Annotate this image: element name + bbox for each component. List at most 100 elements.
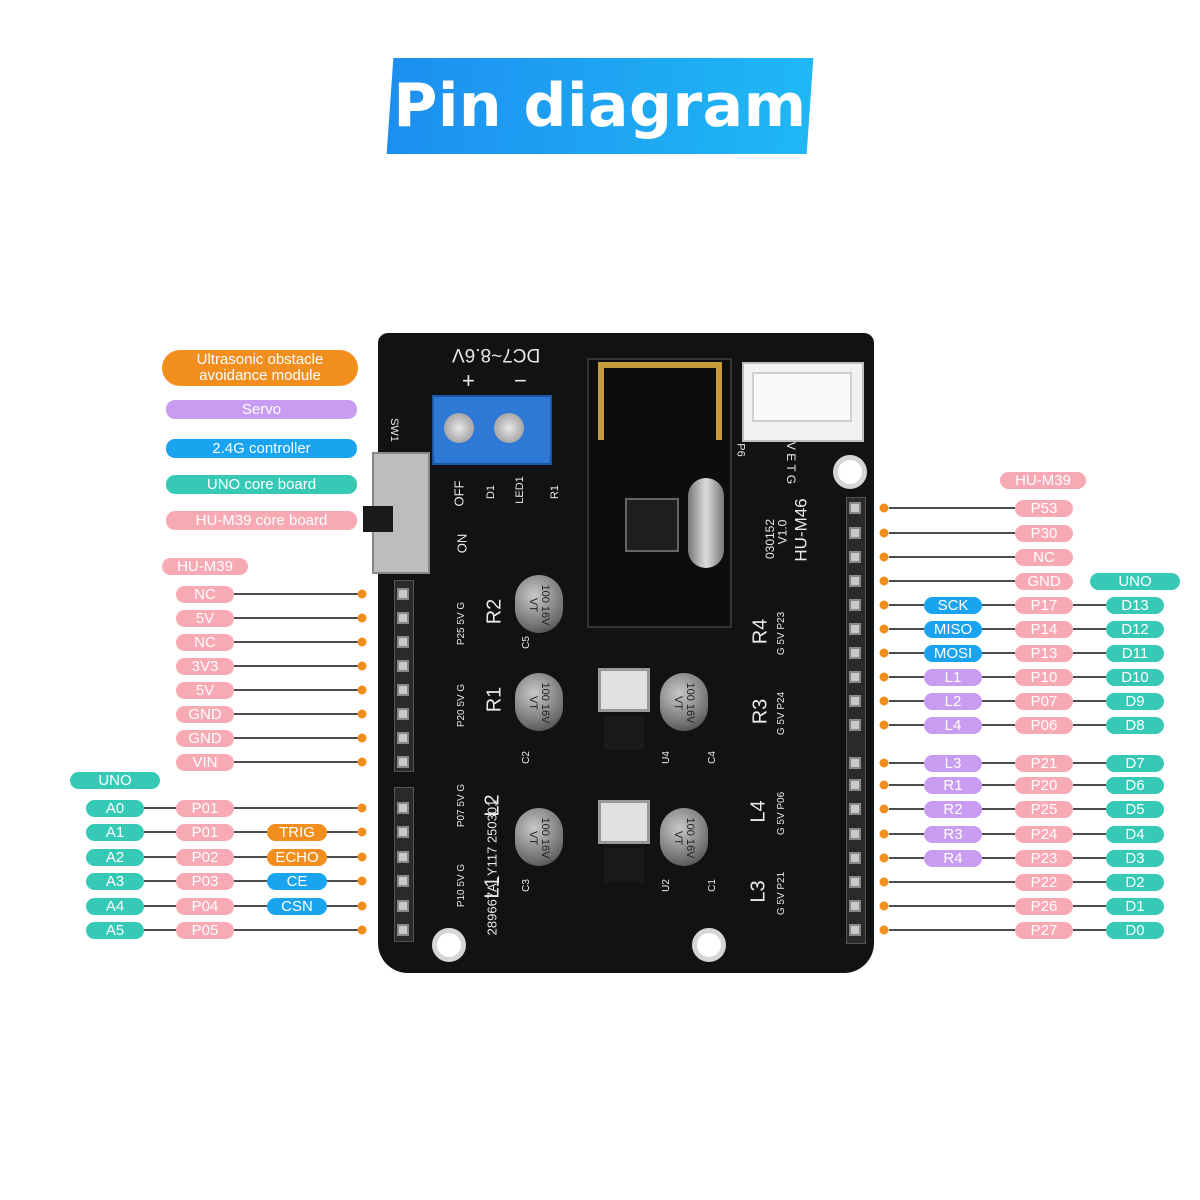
header-pin — [397, 826, 409, 838]
right-uno-header-label: UNO — [1090, 573, 1180, 590]
capacitor: 100 16V VT — [515, 673, 563, 731]
header-pin — [849, 502, 861, 514]
legend-ultrasonic: Ultrasonic obstacle avoidance module — [162, 350, 358, 386]
header-silk-right: G 5V P06 — [776, 791, 788, 836]
cap-label: C3 — [520, 879, 532, 892]
right-uno-pin-8: D9 — [1106, 693, 1164, 710]
antenna-trace — [598, 362, 722, 440]
left-upper-pin-5: GND — [176, 706, 234, 723]
header-pin — [849, 551, 861, 563]
left-func-pin-3: CE — [267, 873, 327, 890]
header-pin — [849, 876, 861, 888]
header-pin — [397, 875, 409, 887]
header-pin — [849, 647, 861, 659]
right-hum39-pin-6: P13 — [1015, 645, 1073, 662]
pin-dot — [879, 503, 889, 513]
pin-dot — [357, 637, 367, 647]
header-pin — [397, 660, 409, 672]
pin-dot — [357, 709, 367, 719]
right-hum39-pin-14: P23 — [1015, 850, 1073, 867]
right-func-pin-5: MISO — [924, 621, 982, 638]
pin-dot — [879, 552, 889, 562]
switch-on-label: ON — [454, 533, 470, 554]
legend-ultrasonic-line2: avoidance module — [199, 367, 321, 384]
pin-dot — [879, 780, 889, 790]
pin-dot — [879, 672, 889, 682]
left-hum39-pin-1: P01 — [176, 824, 234, 841]
d1-label: D1 — [485, 484, 498, 500]
servo-label-l1: L1 — [481, 876, 504, 899]
right-func-pin-13: R3 — [924, 826, 982, 843]
servo-label-r3: R3 — [749, 698, 772, 725]
power-plus-label: + — [462, 368, 475, 393]
pin-dot — [879, 696, 889, 706]
legend-servo: Servo — [166, 400, 357, 419]
pin-dot — [879, 576, 889, 586]
cap-label: C5 — [520, 636, 532, 649]
right-hum39-pin-4: P17 — [1015, 597, 1073, 614]
header-silk-left: P10 5V G — [456, 863, 468, 908]
right-uno-pin-7: D10 — [1106, 669, 1164, 686]
right-hum39-pin-3: GND — [1015, 573, 1073, 590]
right-func-pin-12: R2 — [924, 801, 982, 818]
left-hum39-pin-3: P03 — [176, 873, 234, 890]
header-pin — [849, 527, 861, 539]
header-silk-right: G 5V P21 — [776, 871, 788, 916]
header-pin — [849, 695, 861, 707]
legend-uno-core: UNO core board — [166, 475, 357, 494]
header-pin — [397, 684, 409, 696]
capacitor: 100 16V VT — [660, 673, 708, 731]
right-func-pin-7: L1 — [924, 669, 982, 686]
power-switch-knob — [363, 506, 393, 532]
pin-dot — [879, 528, 889, 538]
pin-dot — [357, 661, 367, 671]
capacitor: 100 16V VT — [515, 575, 563, 633]
right-func-pin-6: MOSI — [924, 645, 982, 662]
left-func-pin-2: ECHO — [267, 849, 327, 866]
pin-dot — [357, 685, 367, 695]
right-uno-pin-6: D11 — [1106, 645, 1164, 662]
header-pin — [849, 803, 861, 815]
left-hum39-pin-4: P04 — [176, 898, 234, 915]
left-upper-pin-4: 5V — [176, 682, 234, 699]
header-silk-left: P20 5V G — [456, 683, 468, 728]
screw-icon — [494, 413, 524, 443]
cap-label: C4 — [706, 751, 718, 764]
pin-dot — [357, 852, 367, 862]
jst-connector-inner — [752, 372, 852, 422]
header-pin — [849, 719, 861, 731]
right-hum39-pin-7: P10 — [1015, 669, 1073, 686]
right-hum39-pin-12: P25 — [1015, 801, 1073, 818]
header-pin — [397, 708, 409, 720]
header-pin — [397, 612, 409, 624]
header-pin — [849, 671, 861, 683]
crystal — [688, 478, 724, 568]
servo-label-r2: R2 — [483, 598, 506, 625]
pin-dot — [879, 600, 889, 610]
right-func-pin-11: R1 — [924, 777, 982, 794]
pin-dot — [879, 720, 889, 730]
p6-label: P6 — [734, 443, 747, 457]
header-pin — [849, 575, 861, 587]
pin-dot — [879, 829, 889, 839]
pin-dot — [879, 758, 889, 768]
jst-pins-label: V E T G — [784, 441, 799, 485]
pin-dot — [357, 827, 367, 837]
capacitor: 100 16V VT — [515, 808, 563, 866]
board-code: 030152 — [763, 518, 778, 560]
pin-dot — [357, 901, 367, 911]
servo-label-r1: R1 — [483, 686, 506, 713]
servo-label-l2: L2 — [481, 794, 504, 817]
pin-dot — [879, 648, 889, 658]
left-upper-pin-6: GND — [176, 730, 234, 747]
cap-label: C1 — [706, 879, 718, 892]
pin-dot — [879, 877, 889, 887]
pin-dot — [357, 803, 367, 813]
power-voltage-label: DC7~8.6V — [452, 344, 541, 365]
left-hum39-pin-5: P05 — [176, 922, 234, 939]
board-serial: 289667A_Y117 250301 — [484, 799, 500, 936]
mount-hole — [432, 928, 466, 962]
left-uno-header-label: UNO — [70, 772, 160, 789]
right-func-pin-14: R4 — [924, 850, 982, 867]
